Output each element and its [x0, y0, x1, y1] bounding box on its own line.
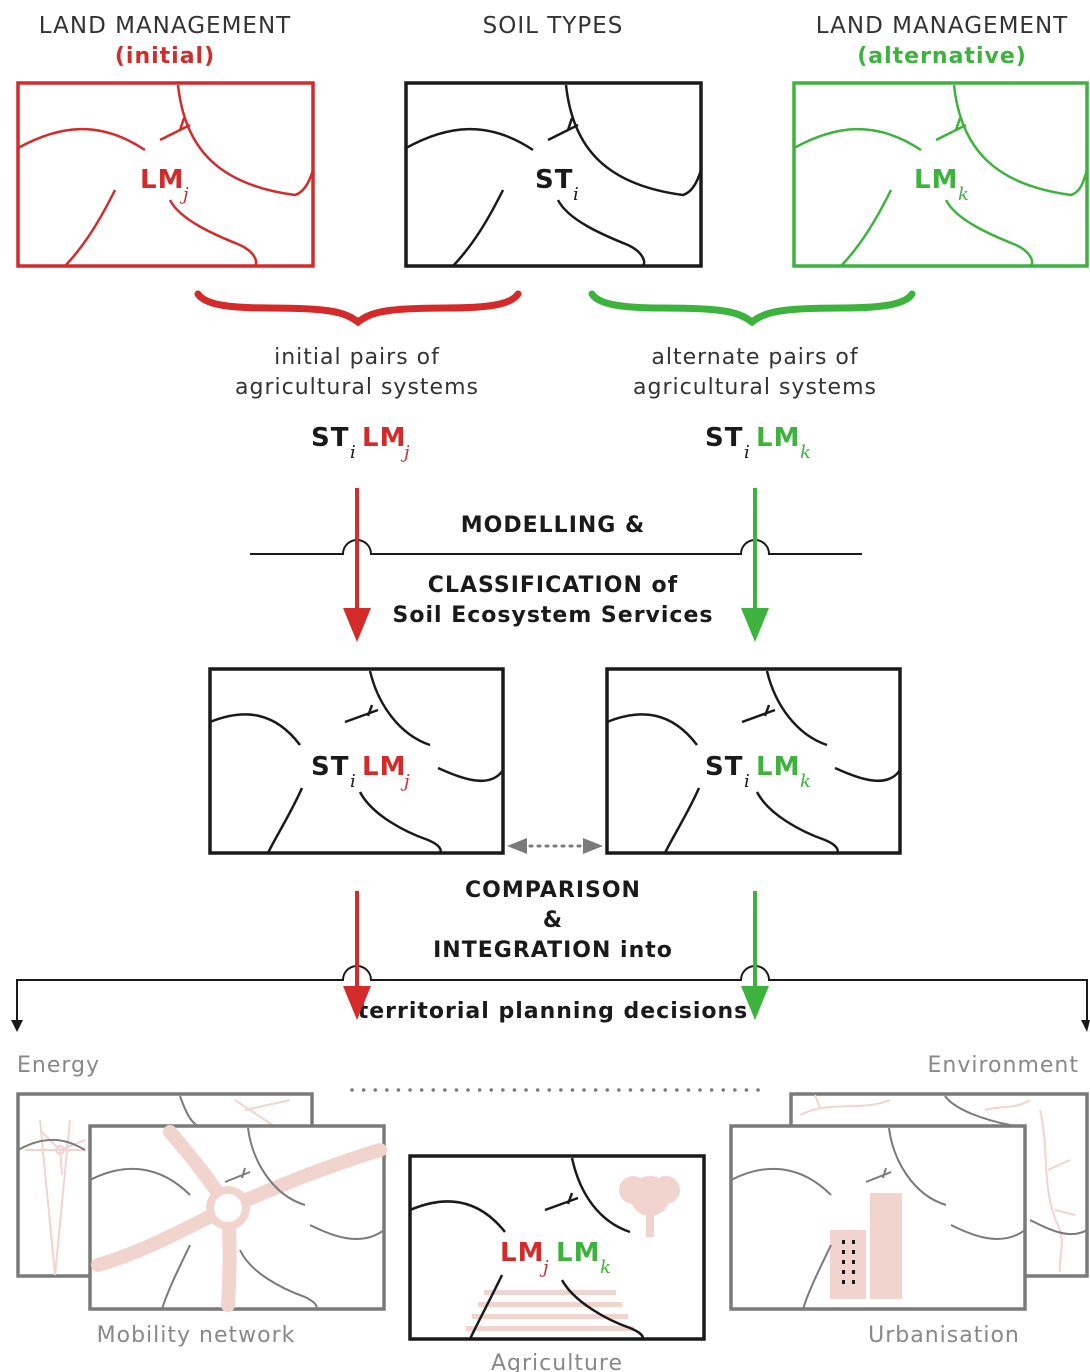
svg-text:LM: LM: [556, 1238, 600, 1268]
svg-text:j: j: [400, 442, 410, 463]
right-branch-arrowhead: [1081, 1020, 1090, 1032]
svg-text:LM: LM: [362, 423, 406, 453]
svg-text:k: k: [800, 771, 811, 792]
map-land-management-initial: [16, 81, 315, 268]
svg-text:ST: ST: [705, 752, 743, 782]
svg-text:ST: ST: [705, 423, 743, 453]
svg-text:LM: LM: [914, 165, 958, 195]
svg-text:ST: ST: [311, 752, 349, 782]
sector-agriculture-label: Agriculture: [491, 1351, 623, 1372]
svg-text:LM: LM: [756, 752, 800, 782]
soil-types-title: SOIL TYPES: [483, 13, 624, 39]
svg-text:LM: LM: [362, 752, 406, 782]
svg-text:j: j: [400, 771, 410, 792]
initial-pairs-brace: [194, 290, 522, 327]
comparison-double-arrow: [507, 838, 603, 854]
sector-mobility-label: Mobility network: [97, 1323, 296, 1348]
label-st-i-lm-k-pair: ST i LM k: [705, 423, 811, 463]
sector-energy-label: Energy: [17, 1053, 100, 1078]
label-st-i-top: ST i: [535, 165, 579, 205]
map-agriculture: [408, 1154, 706, 1341]
svg-text:k: k: [958, 184, 969, 205]
building-icon: [830, 1193, 902, 1299]
map-land-management-alternative: [792, 81, 1089, 268]
alternative-subtitle: (alternative): [857, 44, 1027, 69]
comparison-line2: &: [543, 908, 563, 933]
label-lm-j-lm-k-agriculture: LM j LM k: [500, 1238, 611, 1278]
initial-land-management-title: LAND MANAGEMENT: [39, 13, 291, 39]
map-soil-types: [404, 81, 703, 268]
svg-text:i: i: [744, 771, 750, 792]
initial-pairs-line2: agricultural systems: [235, 375, 479, 400]
svg-text:LM: LM: [500, 1238, 544, 1268]
green-arrow-modelling: [741, 488, 769, 642]
planning-distribution-line: [16, 965, 1088, 1022]
svg-text:ST: ST: [311, 423, 349, 453]
svg-text:LM: LM: [140, 165, 184, 195]
svg-text:j: j: [539, 1257, 549, 1278]
modelling-divider-line: [250, 539, 862, 555]
red-arrow-planning: [343, 891, 371, 1020]
tree-icon: [619, 1176, 680, 1237]
label-lm-k-top: LM k: [914, 165, 969, 205]
svg-text:i: i: [350, 771, 356, 792]
initial-pairs-line1: initial pairs of: [274, 345, 440, 370]
left-branch-arrowhead: [11, 1020, 23, 1032]
red-arrow-modelling: [343, 488, 371, 642]
svg-text:k: k: [600, 1257, 611, 1278]
map-urbanisation: [729, 1124, 1027, 1311]
alternate-pairs-line1: alternate pairs of: [651, 345, 859, 370]
modelling-line1: MODELLING &: [461, 513, 645, 538]
sector-urbanisation-label: Urbanisation: [868, 1323, 1020, 1348]
label-st-i-lm-k-middle: ST i LM k: [705, 752, 811, 792]
svg-text:i: i: [350, 442, 356, 463]
svg-text:LM: LM: [756, 423, 800, 453]
svg-text:ST: ST: [535, 165, 573, 195]
alternate-pairs-line2: agricultural systems: [633, 375, 877, 400]
modelling-line3: Soil Ecosystem Services: [393, 603, 714, 628]
comparison-line1: COMPARISON: [465, 878, 641, 903]
map-mobility-network: [88, 1124, 387, 1312]
alternative-land-management-title: LAND MANAGEMENT: [816, 13, 1068, 39]
map-st-i-lm-k: [605, 667, 902, 855]
alternate-pairs-brace: [588, 290, 916, 327]
comparison-line4: territorial planning decisions: [358, 999, 749, 1024]
svg-text:i: i: [744, 442, 750, 463]
label-st-i-lm-j-pair: ST i LM j: [311, 423, 410, 463]
comparison-line3: INTEGRATION into: [433, 938, 673, 963]
svg-text:i: i: [573, 184, 579, 205]
modelling-line2: CLASSIFICATION of: [428, 573, 678, 598]
label-lm-j-top: LM j: [140, 165, 189, 205]
sector-environment-label: Environment: [928, 1053, 1079, 1078]
map-st-i-lm-j: [208, 667, 505, 855]
svg-text:k: k: [800, 442, 811, 463]
initial-subtitle: (initial): [115, 44, 215, 69]
green-arrow-planning: [741, 891, 769, 1020]
svg-text:j: j: [179, 184, 189, 205]
label-st-i-lm-j-middle: ST i LM j: [311, 752, 410, 792]
